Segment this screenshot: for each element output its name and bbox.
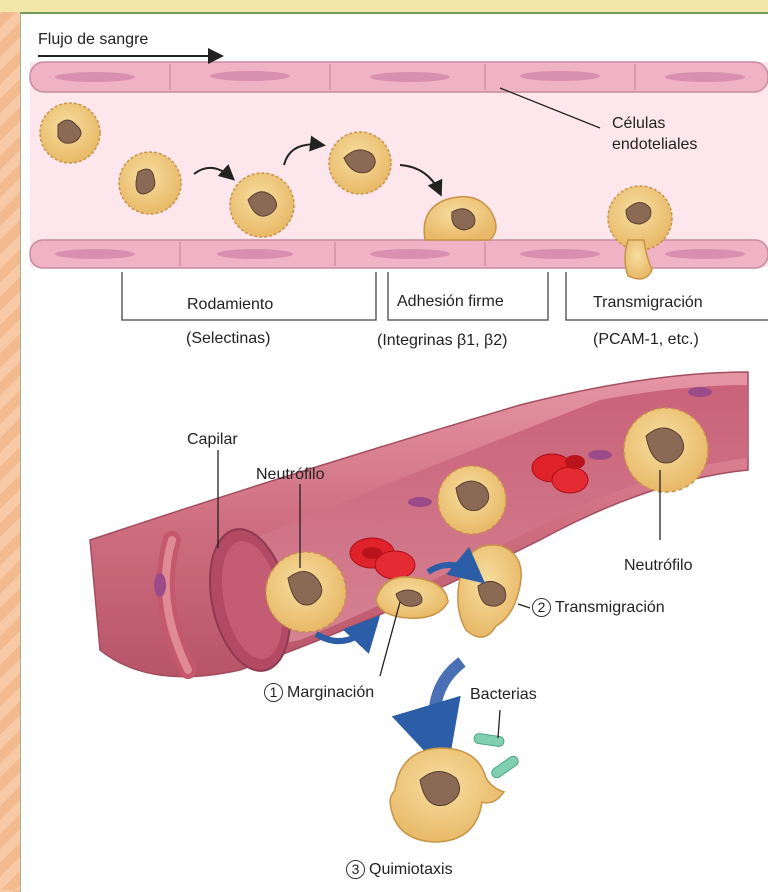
neutrophil-marginating [266,552,346,632]
capillary-label: Capilar [187,431,238,449]
stage-transmigration-molecule: (PCAM-1, etc.) [593,331,699,349]
neutrophil-right [624,408,708,492]
endothelial-label-line2: endoteliales [612,136,697,154]
leukocyte-3 [230,173,294,237]
leukocyte-4 [329,132,391,194]
step3-label: Quimiotaxis [369,861,453,878]
step1-label: Marginación [287,684,374,701]
stage-rolling-name: Rodamiento [187,296,273,314]
stage-rolling-molecule: (Selectinas) [186,330,270,348]
step3-number: 3 [346,860,365,879]
step1-number: 1 [264,683,283,702]
endothelial-label-line1: Células [612,115,665,133]
neutrophil-chemotaxis [390,748,504,842]
step2-number: 2 [532,598,551,617]
neutrophil-upper [438,466,506,534]
leukocyte-2 [119,152,181,214]
stage-adhesion-name: Adhesión firme [397,293,504,311]
flow-label: Flujo de sangre [38,31,148,49]
step2-label: Transmigración [555,599,665,616]
neutrophil-label-right: Neutrófilo [624,557,692,575]
upper-endothelium [30,62,768,92]
stage-transmigration-name: Transmigración [593,294,703,312]
neutrophil-label-left: Neutrófilo [256,466,324,484]
bacteria-label: Bacterias [470,686,537,704]
stage-adhesion-molecule: (Integrinas β1, β2) [377,332,507,350]
neutrophil-transmigrating [458,545,521,637]
leukocyte-1 [40,103,100,163]
